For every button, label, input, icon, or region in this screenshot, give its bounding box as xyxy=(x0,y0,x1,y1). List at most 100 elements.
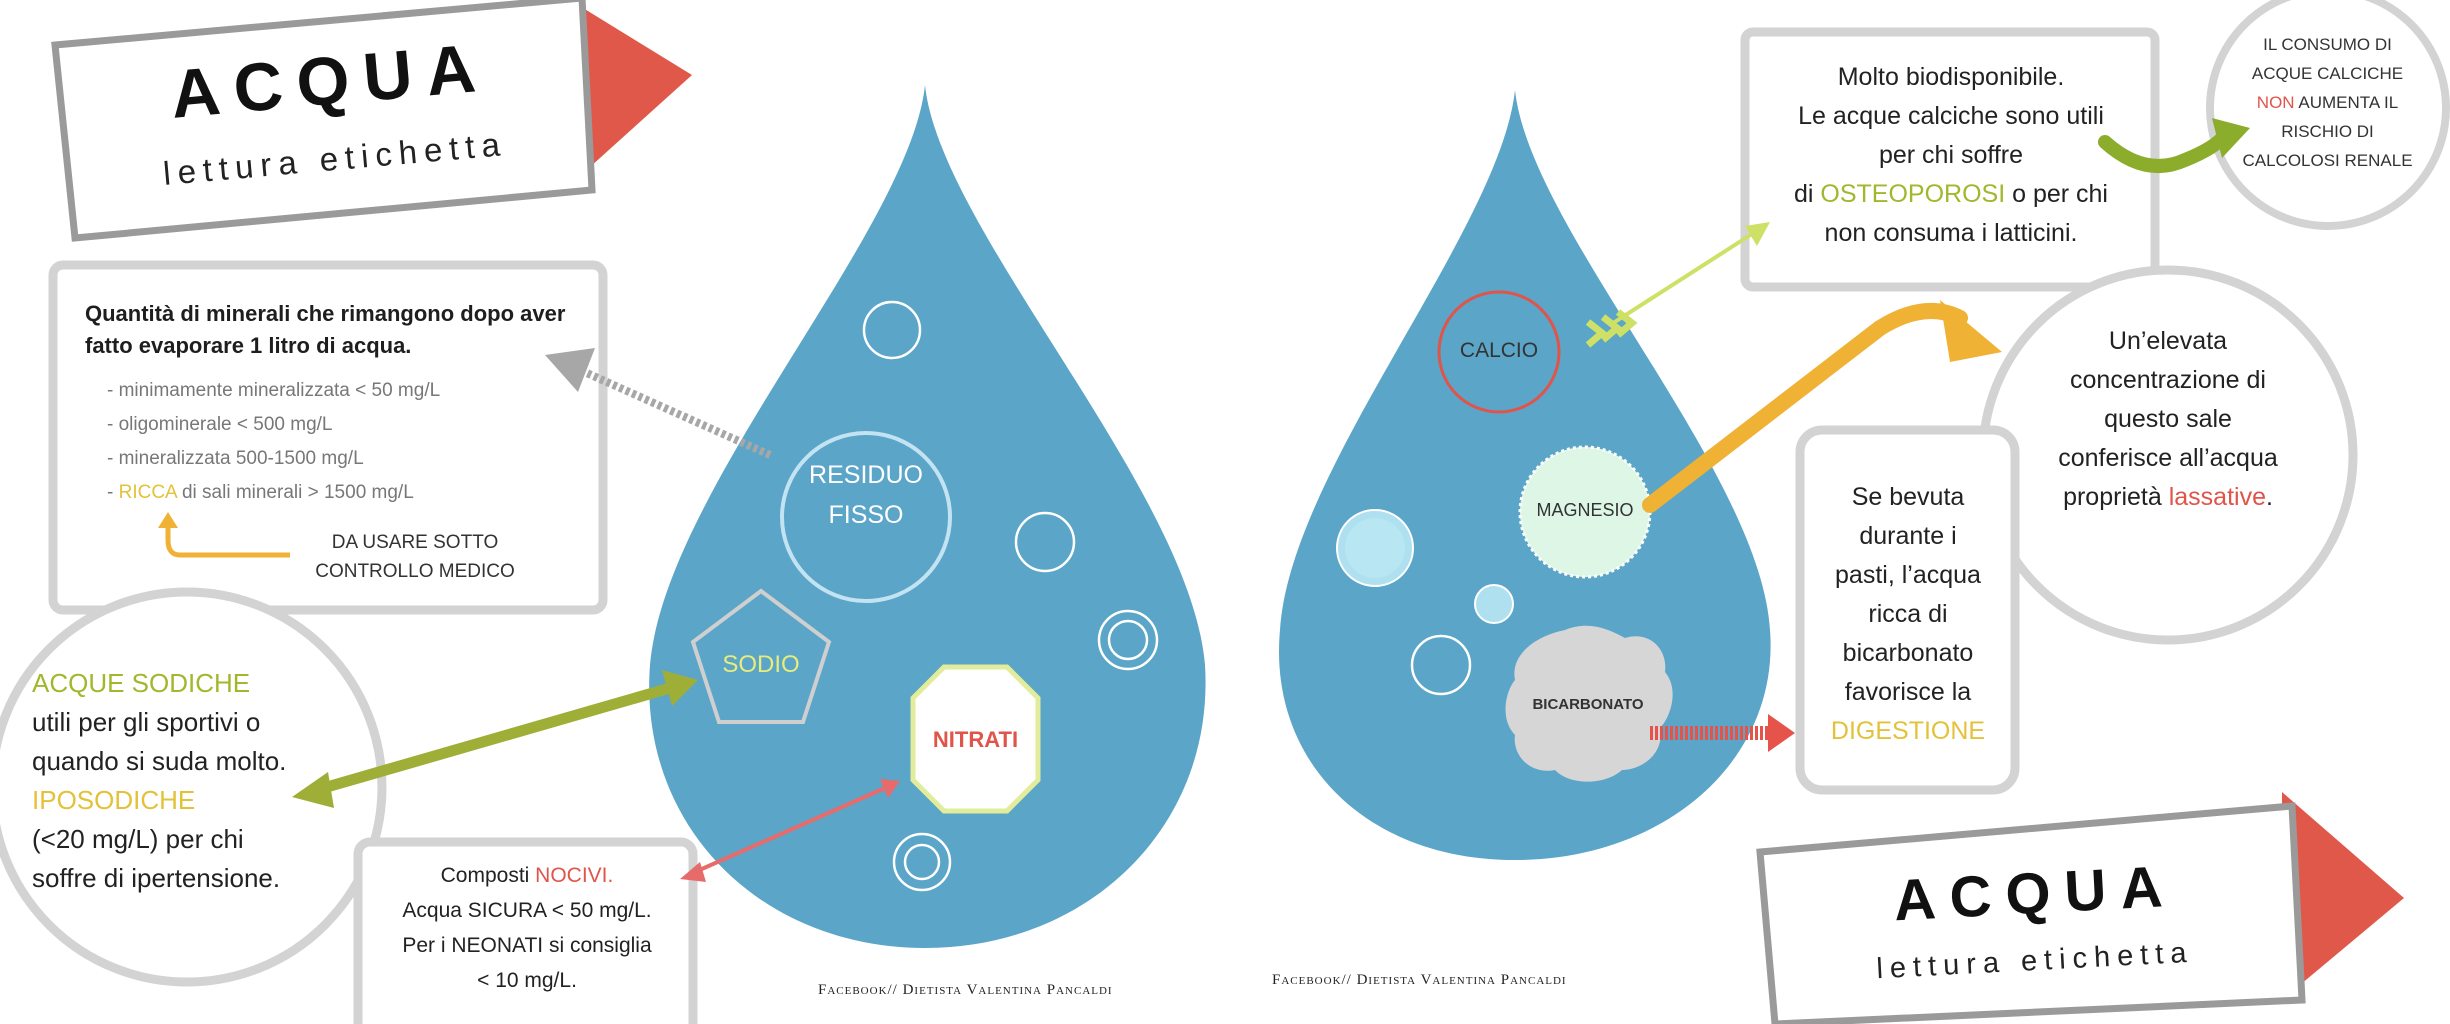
bicarbonato-line6: favorisce la xyxy=(1844,678,1972,706)
residuo-fisso-label: RESIDUO FISSO xyxy=(790,455,942,535)
banner-right-triangle xyxy=(2282,792,2404,1000)
arrow-grey xyxy=(545,348,772,459)
calcolosi-line1: IL CONSUMO DI xyxy=(2263,35,2392,54)
sodio-circle-text: ACQUE SODICHE utili per gli sportivi o q… xyxy=(32,664,352,898)
bicarbonato-box-text: Se bevuta durante i pasti, l’acqua ricca… xyxy=(1808,478,2008,751)
bicarbonato-line5: bicarbonato xyxy=(1842,639,1974,667)
bicarbonato-blob xyxy=(1505,625,1673,782)
arrow-yellow-note xyxy=(158,512,290,558)
arrow-orange xyxy=(1642,300,2002,513)
arrow-pink xyxy=(680,779,900,882)
arrow-lime xyxy=(1585,222,1770,348)
osteoporosi-highlight: OSTEOPOROSI xyxy=(1820,180,2006,208)
banner-left-frame xyxy=(51,0,596,242)
residuo-label-line2: FISSO xyxy=(828,501,904,529)
ricca-highlight: RICCA xyxy=(118,482,177,503)
sodio-label: SODIO xyxy=(722,651,800,678)
calcolosi-circle-frame xyxy=(2206,0,2450,230)
sodio-line6: soffre di ipertensione. xyxy=(32,863,281,893)
credit-left: Facebook// Dietista Valentina Pancaldi xyxy=(818,982,1113,998)
magnesio-line4: conferisce all’acqua xyxy=(2058,444,2278,472)
magnesio-line1: Un’elevata xyxy=(2108,327,2228,355)
arrow-red xyxy=(1650,714,1795,752)
calcio-line2: Le acque calciche sono utili xyxy=(1798,102,2104,130)
nitrati-box-text: Composti NOCIVI. Acqua SICURA < 50 mg/L.… xyxy=(368,858,686,998)
calcio-line4-rest: o per chi xyxy=(2005,180,2108,208)
calcolosi-line2: ACQUE CALCICHE xyxy=(2251,64,2404,83)
bicarbonato-box-frame xyxy=(1795,425,2020,795)
calcio-line1: Molto biodisponibile. xyxy=(1837,63,2065,91)
non-highlight: NON xyxy=(2256,93,2295,112)
calcio-label: CALCIO xyxy=(1459,339,1539,362)
calcio-line4-prefix: di xyxy=(1793,180,1821,208)
bubble xyxy=(1097,609,1159,671)
nitrati-line1-prefix: Composti xyxy=(440,864,536,887)
residuo-item: - minimamente mineralizzata < 50 mg/L xyxy=(107,380,441,401)
bicarbonato-line4: ricca di xyxy=(1868,600,1948,628)
credit-right: Facebook// Dietista Valentina Pancaldi xyxy=(1272,972,1567,988)
sodio-line3: quando si suda molto. xyxy=(32,746,287,776)
arrow-olive xyxy=(292,670,698,808)
calcio-line4: di OSTEOPOROSI o per chi xyxy=(1755,175,2147,214)
bicarbonato-line1: Se bevuta xyxy=(1851,483,1965,511)
bubble xyxy=(1345,518,1405,578)
bubble xyxy=(903,843,941,881)
residuo-box: Quantità di minerali che rimangono dopo … xyxy=(85,298,595,510)
residuo-item: - mineralizzata 500-1500 mg/L xyxy=(107,448,364,469)
sodio-circle-frame xyxy=(0,587,387,987)
nitrati-label: NITRATI xyxy=(932,727,1019,752)
calcio-bubble xyxy=(1437,290,1561,414)
bubble xyxy=(1474,584,1514,624)
residuo-box-heading: Quantità di minerali che rimangono dopo … xyxy=(85,301,566,358)
sodio-line5: (<20 mg/L) per chi xyxy=(32,824,244,854)
calcolosi-line3: NON AUMENTA IL xyxy=(2215,88,2440,117)
bubble xyxy=(1107,619,1149,661)
acque-sodiche-label: ACQUE SODICHE xyxy=(32,668,251,698)
nitrati-octagon xyxy=(910,664,1041,814)
banner-right-frame xyxy=(1756,802,2306,1024)
calcolosi-line4: RISCHIO DI xyxy=(2281,122,2374,141)
sodio-line2: utili per gli sportivi o xyxy=(32,707,261,737)
digestione-highlight: DIGESTIONE xyxy=(1830,717,1986,745)
calcolosi-circle-text: IL CONSUMO DI ACQUE CALCICHE NON AUMENTA… xyxy=(2215,30,2440,175)
nitrati-box-frame xyxy=(353,837,698,1024)
iposodiche-label: IPOSODICHE xyxy=(32,785,196,815)
banner-left-triangle xyxy=(570,0,692,185)
nitrati-line1: Composti NOCIVI. xyxy=(368,858,686,893)
calcio-box-text: Molto biodisponibile. Le acque calciche … xyxy=(1755,58,2147,253)
calcolosi-line3-rest: AUMENTA IL xyxy=(2294,93,2399,112)
calcolosi-line5: CALCOLOSI RENALE xyxy=(2242,151,2413,170)
banner-right xyxy=(1756,792,2404,1024)
arrow-green xyxy=(2098,118,2250,173)
ricca-prefix: - xyxy=(107,482,119,503)
residuo-box-frame xyxy=(48,260,608,615)
nitrati-line3: Per i NEONATI si consiglia xyxy=(402,934,652,957)
residuo-item: - oligominerale < 500 mg/L xyxy=(107,414,333,435)
magnesio-line3: questo sale xyxy=(2104,405,2232,433)
magnesio-line5-suffix: . xyxy=(2265,483,2273,511)
magnesio-circle-text: Un’elevata concentrazione di questo sale… xyxy=(2010,322,2326,517)
ricca-rest: di sali minerali > 1500 mg/L xyxy=(176,482,414,503)
nitrati-line4: < 10 mg/L. xyxy=(477,969,577,992)
bubble xyxy=(1014,511,1076,573)
magnesio-line2: concentrazione di xyxy=(2070,366,2266,394)
bubble xyxy=(862,300,922,360)
banner-left xyxy=(51,0,692,242)
medical-note-line2: CONTROLLO MEDICO xyxy=(315,561,515,582)
magnesio-line5-prefix: proprietà xyxy=(2063,483,2169,511)
bicarbonato-line2: durante i xyxy=(1859,522,1957,550)
magnesio-line5: proprietà lassative. xyxy=(2010,478,2326,517)
nocivi-highlight: NOCIVI. xyxy=(535,864,614,887)
bubble xyxy=(1410,634,1472,696)
residuo-item-ricca: - RICCA di sali minerali > 1500 mg/L xyxy=(107,476,595,510)
bicarbonato-line3: pasti, l’acqua xyxy=(1835,561,1981,589)
nitrati-line2: Acqua SICURA < 50 mg/L. xyxy=(402,899,652,922)
calcio-line5: non consuma i latticini. xyxy=(1824,219,2078,247)
bicarbonato-label: BICARBONATO xyxy=(1532,696,1644,713)
sodio-pentagon xyxy=(690,588,832,724)
medical-note-line1: DA USARE SOTTO xyxy=(331,532,499,553)
magnesio-label: MAGNESIO xyxy=(1536,500,1634,520)
medical-note: DA USARE SOTTO CONTROLLO MEDICO xyxy=(290,528,540,586)
bubble xyxy=(892,832,952,892)
